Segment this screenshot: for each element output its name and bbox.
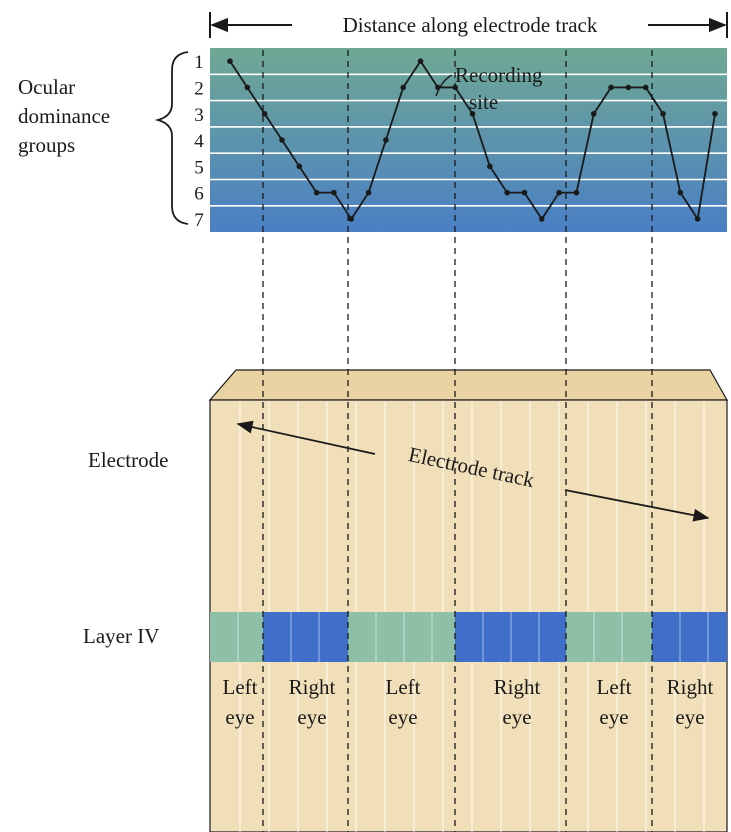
eye-label-line-2: eye — [675, 705, 704, 729]
recording-site-point — [712, 110, 718, 117]
eye-label-line-1: Right — [494, 675, 541, 699]
recording-site-point — [383, 137, 389, 143]
dominance-band-panel: 1 2 3 4 5 6 7 — [194, 48, 727, 232]
recording-site-point — [279, 137, 285, 143]
group-number-2: 2 — [194, 78, 204, 99]
distance-label: Distance along electrode track — [343, 13, 598, 37]
recording-site-point — [365, 189, 372, 196]
eye-label-line-1: Left — [223, 675, 258, 699]
recording-site-point — [331, 189, 337, 196]
eye-label-line-1: Right — [667, 675, 714, 699]
recording-site-point — [313, 189, 320, 196]
recording-site-point — [469, 110, 476, 117]
column-boundary-lines — [262, 50, 653, 832]
recording-site-line-2: site — [469, 90, 498, 114]
right-eye-column — [263, 612, 348, 662]
ocular-label-line-1: Ocular — [18, 75, 75, 99]
cortex-block — [208, 369, 729, 832]
recording-site-point — [261, 110, 268, 117]
group-number-1: 1 — [194, 52, 204, 73]
recording-site-point — [417, 58, 424, 64]
eye-label-line-2: eye — [388, 705, 417, 729]
left-eye-column — [210, 612, 263, 662]
recording-site-point — [348, 216, 355, 222]
recording-site-point — [296, 163, 303, 170]
eye-label-line-2: eye — [502, 705, 531, 729]
ocular-label-line-3: groups — [18, 133, 75, 157]
eye-column-labels: Left eye Right eye Left eye Right eye Left eye Rig… — [223, 675, 714, 729]
recording-site-point — [642, 84, 649, 91]
eye-label-line-2: eye — [297, 705, 326, 729]
recording-site-pointer — [435, 74, 453, 97]
recording-site-point — [608, 84, 614, 91]
recording-site-point — [244, 84, 251, 91]
recording-site-label: Recording site — [435, 63, 543, 114]
recording-site-point — [573, 189, 580, 196]
curly-brace — [154, 51, 189, 225]
recording-site-point — [556, 189, 562, 196]
electrode-label: Electrode — [88, 448, 168, 472]
recording-site-point — [227, 58, 233, 64]
recording-site-point — [694, 216, 701, 222]
recording-site-line-1: Recording — [455, 63, 543, 87]
recording-site-point — [521, 189, 528, 196]
recording-site-point — [400, 84, 407, 91]
recording-site-point — [590, 110, 597, 117]
recording-site-point — [538, 216, 545, 222]
recording-site-point — [625, 84, 632, 91]
recording-site-point — [660, 110, 666, 117]
eye-label-line-2: eye — [225, 705, 254, 729]
group-number-4: 4 — [194, 131, 204, 152]
group-number-6: 6 — [194, 184, 204, 205]
ocular-label-line-2: dominance — [18, 104, 110, 128]
layer-iv-strip — [210, 612, 727, 662]
left-eye-column — [348, 612, 455, 662]
eye-label-line-1: Right — [289, 675, 336, 699]
eye-label-line-2: eye — [599, 705, 628, 729]
eye-label-line-1: Left — [597, 675, 632, 699]
group-number-5: 5 — [194, 157, 204, 178]
eye-label-line-1: Left — [386, 675, 421, 699]
recording-site-point — [487, 163, 493, 170]
group-number-3: 3 — [194, 105, 204, 126]
ocular-dominance-label: Ocular dominance groups — [18, 51, 189, 225]
recording-site-point — [504, 189, 510, 196]
left-eye-column — [566, 612, 652, 662]
layer-iv-label: Layer IV — [83, 624, 159, 648]
recording-site-point — [677, 189, 684, 196]
group-number-7: 7 — [194, 210, 204, 231]
cortex-block-top — [208, 369, 729, 401]
distance-header: Distance along electrode track — [209, 12, 728, 38]
right-eye-column — [652, 612, 727, 662]
